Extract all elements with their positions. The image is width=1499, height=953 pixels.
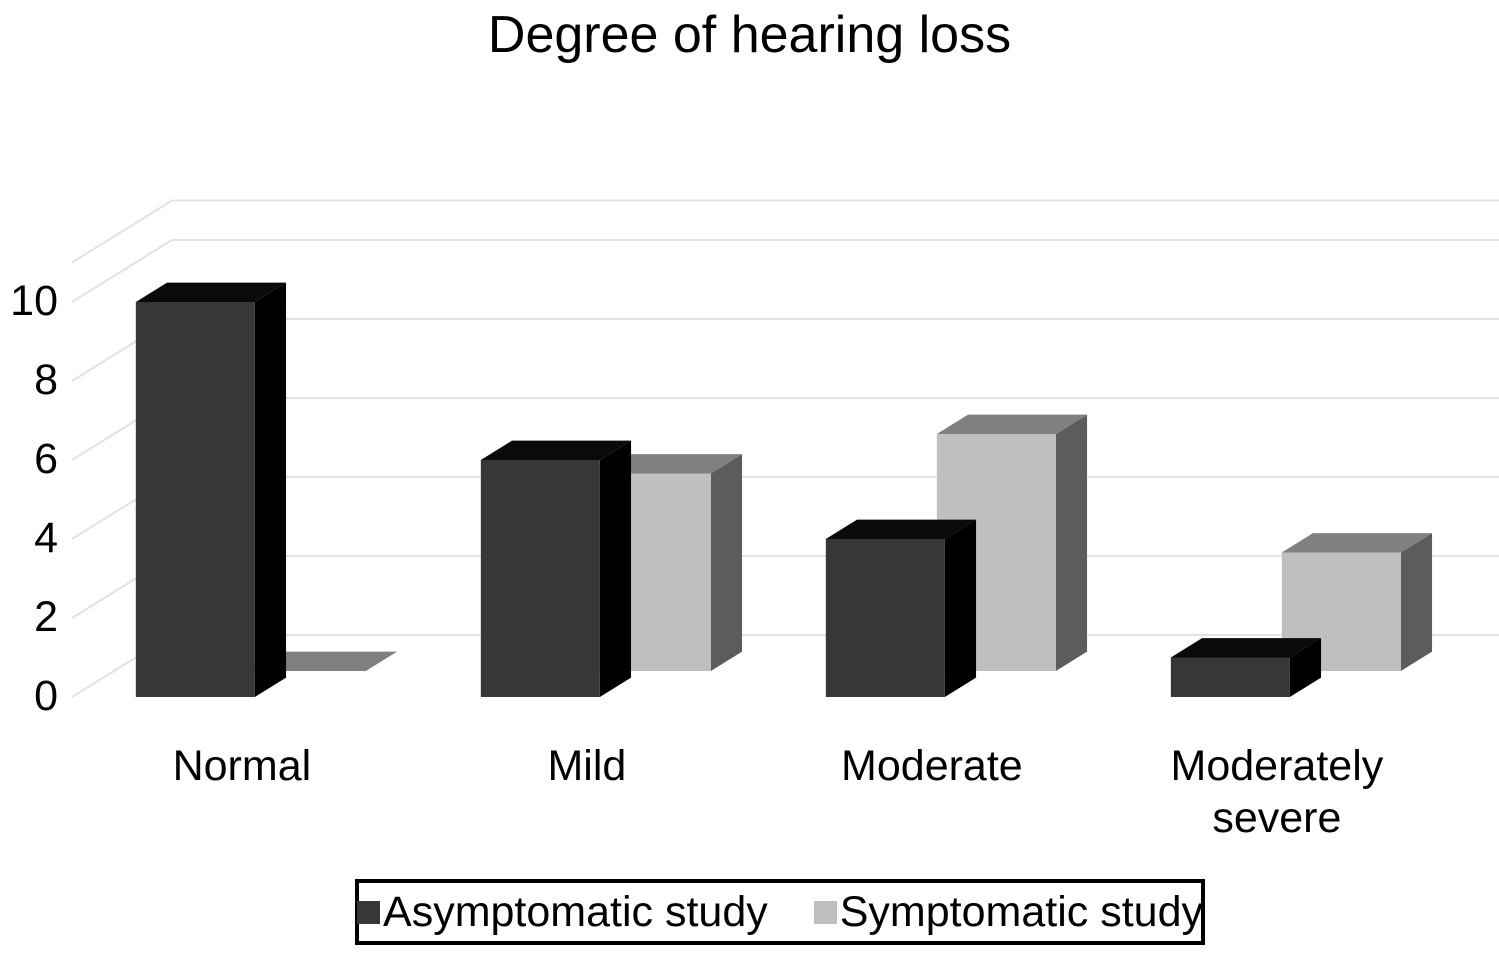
x-axis-tick-label: Moderate	[841, 742, 1023, 790]
y-axis-tick-label: 10	[10, 277, 58, 325]
y-axis-tick-label: 0	[34, 672, 58, 720]
gridline-depth-connector	[71, 199, 173, 264]
bar-top-face	[825, 519, 977, 539]
legend-swatch-icon	[357, 900, 381, 924]
bar-side-face	[710, 454, 743, 671]
bar-top-face	[1281, 533, 1433, 553]
legend-label: Asymptomatic study	[383, 888, 768, 936]
x-axis-tick-label: Mild	[547, 742, 627, 790]
bar-side-face	[254, 282, 287, 697]
x-axis: Normal Mild Moderate Moderately severe	[0, 740, 1499, 860]
page-title: Degree of hearing loss	[487, 6, 1012, 64]
bar-side-face	[1289, 638, 1322, 697]
legend-swatch-icon	[813, 900, 837, 924]
bar-side-face	[944, 519, 977, 697]
legend: Asymptomatic study Symptomatic study	[355, 879, 1205, 945]
bar-top-face	[936, 414, 1088, 434]
y-axis-tick-label: 2	[34, 593, 58, 641]
bar-top-face	[135, 282, 287, 302]
bar-front-face	[480, 460, 600, 697]
x-axis-tick-label: Normal	[172, 742, 312, 790]
bar-front-face	[825, 539, 945, 697]
legend-entry[interactable]: Symptomatic study	[813, 888, 1203, 936]
bar-side-face	[1055, 414, 1088, 671]
bar-top-face	[1170, 638, 1322, 658]
legend-entry[interactable]: Asymptomatic study	[357, 889, 768, 935]
bar-side-face	[599, 440, 632, 697]
bar-side-face	[1400, 533, 1433, 671]
y-axis-tick-label: 8	[34, 356, 58, 404]
y-axis-tick-label: 4	[34, 514, 58, 562]
y-axis: 10 8 6 4 2 0	[0, 0, 62, 953]
gridline-depth-connector	[71, 239, 173, 303]
y-axis-tick-label: 6	[34, 435, 58, 483]
bar-front-face	[1170, 657, 1290, 697]
legend-label: Symptomatic study	[839, 888, 1203, 936]
bar-front-face	[135, 302, 255, 697]
bar-group	[135, 282, 1433, 697]
bar-top-face	[480, 440, 632, 460]
x-axis-tick-label: Moderately severe	[1170, 742, 1384, 842]
